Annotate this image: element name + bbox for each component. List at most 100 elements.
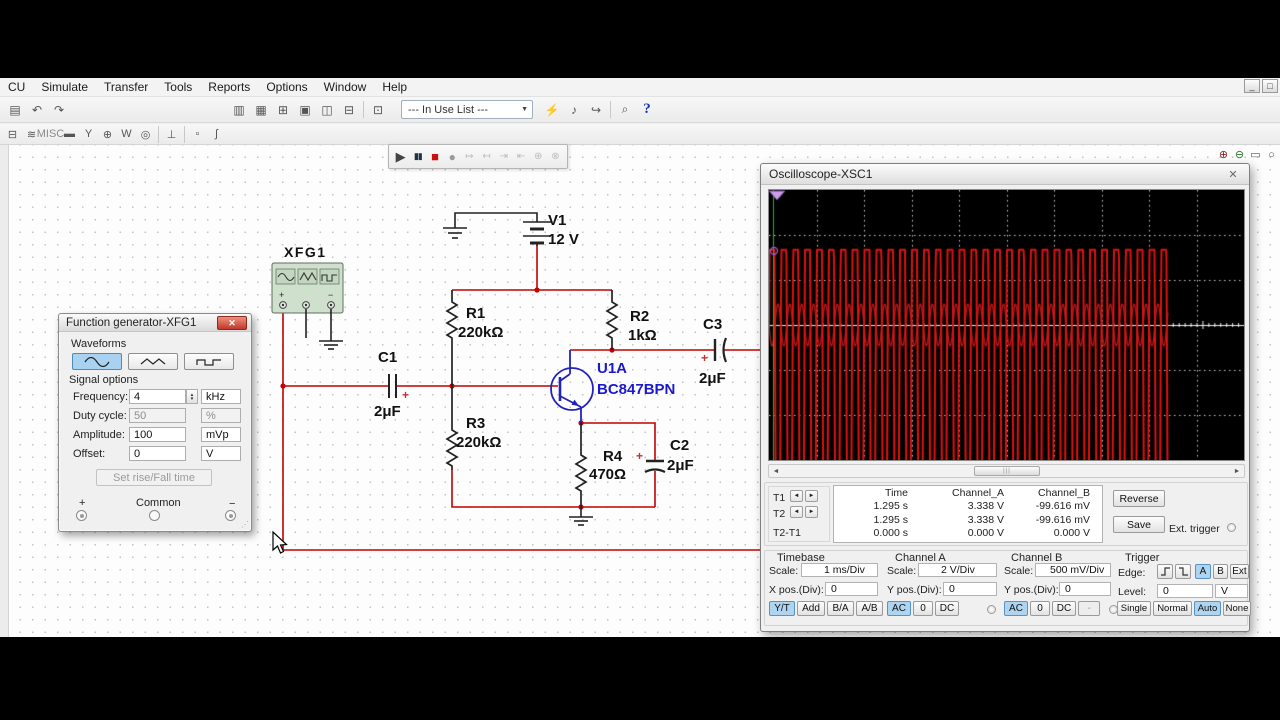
amplitude-input[interactable]: 100 — [129, 427, 186, 442]
chb-dc-button[interactable]: DC — [1052, 601, 1076, 616]
ba-mode-button[interactable]: B/A — [827, 601, 854, 616]
trigger-a-button[interactable]: A — [1195, 564, 1211, 579]
export-icon[interactable]: ↪ — [590, 102, 602, 117]
stop-simulation-button[interactable]: ■ — [431, 149, 439, 164]
fgen-minus-terminal[interactable] — [225, 510, 236, 521]
menu-item-transfer[interactable]: Transfer — [104, 80, 149, 94]
scope-title-bar[interactable]: Oscilloscope-XSC1 — [761, 164, 1249, 185]
menu-item-window[interactable]: Window — [323, 80, 367, 94]
sine-waveform-button[interactable] — [72, 353, 122, 370]
save-button[interactable]: Save — [1113, 516, 1165, 533]
component-digital-icon[interactable]: W — [121, 128, 132, 140]
bus-icon[interactable]: ∫ — [214, 128, 218, 140]
zoom-area-icon[interactable]: ▭ — [1250, 149, 1261, 161]
redo-icon[interactable]: ↷ — [53, 102, 65, 117]
component-source-icon[interactable]: ⊟ — [7, 128, 18, 141]
chb-scale-input[interactable]: 500 mV/Div — [1035, 563, 1111, 577]
component-basic-icon[interactable]: ≋ — [26, 128, 37, 141]
chb-ac-button[interactable]: AC — [1004, 601, 1028, 616]
zoom-out-icon[interactable]: ⊖ — [1234, 149, 1245, 161]
frequency-unit[interactable]: kHz — [201, 389, 241, 404]
grapher-icon[interactable]: ⊟ — [343, 102, 355, 117]
chb-invert-button[interactable]: - — [1078, 601, 1100, 616]
timebase-xpos-input[interactable]: 0 — [825, 582, 878, 596]
ab-mode-button[interactable]: A/B — [856, 601, 883, 616]
frequency-spinner[interactable]: ▲▼ — [186, 389, 198, 404]
help-icon[interactable]: ? — [643, 101, 651, 117]
trigger-falling-edge-button[interactable] — [1175, 564, 1191, 579]
triangle-waveform-button[interactable] — [128, 353, 178, 370]
trigger-none-button[interactable]: None — [1223, 601, 1251, 616]
menu-item-help[interactable]: Help — [382, 80, 408, 94]
erc-check-icon[interactable]: ⚡ — [544, 102, 560, 117]
trigger-ext-button[interactable]: Ext — [1230, 564, 1249, 579]
component-analog-icon[interactable]: ⊕ — [102, 128, 113, 141]
create-component-icon[interactable]: ◫ — [321, 102, 333, 117]
component-misc-icon[interactable]: MISC — [36, 128, 65, 140]
scroll-right-icon[interactable]: ► — [1233, 467, 1241, 475]
menu-item-reports[interactable]: Reports — [208, 80, 251, 94]
cha-dc-button[interactable]: DC — [935, 601, 959, 616]
cha-ac-button[interactable]: AC — [887, 601, 911, 616]
fgen-common-terminal[interactable] — [149, 510, 160, 521]
trigger-normal-button[interactable]: Normal — [1153, 601, 1192, 616]
t2-right-button[interactable]: ► — [805, 506, 818, 518]
offset-input[interactable]: 0 — [129, 446, 186, 461]
postprocessor-icon[interactable]: ⊡ — [372, 102, 384, 117]
trigger-b-button[interactable]: B — [1213, 564, 1228, 579]
cha-scale-input[interactable]: 2 V/Div — [918, 563, 997, 577]
trigger-single-button[interactable]: Single — [1117, 601, 1151, 616]
set-rise-fall-button[interactable]: Set rise/Fall time — [96, 469, 212, 486]
find-icon[interactable]: ⌕ — [621, 102, 629, 116]
reverse-button[interactable]: Reverse — [1113, 490, 1165, 507]
paste-icon[interactable]: ▤ — [9, 102, 21, 117]
fgen-title-bar[interactable]: Function generator-XFG1 — [59, 314, 251, 332]
toggle-breadboard-icon[interactable]: ▥ — [233, 102, 245, 117]
resize-grip[interactable]: ⋰ — [241, 520, 249, 529]
chb-zero-button[interactable]: 0 — [1030, 601, 1050, 616]
virtual-component-icon[interactable]: ⊥ — [166, 128, 177, 141]
pause-simulation-button[interactable]: ▮▮ — [413, 151, 423, 161]
cha-zero-button[interactable]: 0 — [913, 601, 933, 616]
zoom-fit-icon[interactable]: ○ — [1268, 148, 1275, 161]
offset-unit[interactable]: V — [201, 446, 241, 461]
trigger-level-input[interactable]: 0 — [1157, 584, 1213, 598]
spreadsheet-view-icon[interactable]: ⊞ — [277, 102, 289, 117]
restore-button[interactable]: □ — [1262, 79, 1278, 93]
hierarchical-block-icon[interactable]: ▫ — [195, 128, 200, 140]
run-simulation-button[interactable]: ▶ — [395, 148, 406, 164]
frequency-input[interactable]: 4 — [129, 389, 186, 404]
duty-cycle-unit[interactable]: % — [201, 408, 241, 423]
breakpoint-remove-icon[interactable]: ⊗ — [551, 151, 560, 162]
add-mode-button[interactable]: Add — [797, 601, 825, 616]
cha-probe-terminal[interactable] — [987, 605, 996, 614]
menu-item-simulate[interactable]: Simulate — [41, 80, 89, 94]
step-out-icon[interactable]: ⇥ — [499, 151, 509, 162]
chb-ypos-input[interactable]: 0 — [1059, 582, 1111, 596]
scope-scrollbar[interactable]: ◄ ► ||| — [768, 464, 1245, 478]
ext-trigger-terminal[interactable] — [1227, 523, 1236, 532]
database-manager-icon[interactable]: ▣ — [299, 102, 311, 117]
component-indicator-icon[interactable]: ◎ — [140, 128, 151, 141]
minimize-button[interactable]: _ — [1244, 79, 1260, 93]
t1-left-button[interactable]: ◄ — [790, 490, 803, 502]
in-use-list-dropdown[interactable]: --- In Use List --- ▼ — [401, 100, 533, 119]
menu-item-tools[interactable]: Tools — [164, 80, 193, 94]
square-waveform-button[interactable] — [184, 353, 234, 370]
zoom-in-icon[interactable]: ⊕ — [1218, 149, 1229, 161]
component-transistor-icon[interactable]: Y — [84, 128, 93, 140]
design-toolbox-edge[interactable] — [0, 145, 9, 637]
scroll-thumb[interactable]: ||| — [974, 466, 1040, 476]
fgen-close-button[interactable]: ✕ — [217, 316, 247, 330]
scope-close-button[interactable]: ✕ — [1228, 168, 1238, 181]
ultiboard-annotate-icon[interactable]: ♪ — [571, 102, 577, 117]
t2-left-button[interactable]: ◄ — [790, 506, 803, 518]
yt-mode-button[interactable]: Y/T — [769, 601, 795, 616]
component-power-icon[interactable]: ▬ — [64, 128, 75, 140]
step-over-icon[interactable]: ↤ — [482, 151, 491, 162]
run-to-cursor-icon[interactable]: ⇤ — [516, 151, 526, 162]
timebase-scale-input[interactable]: 1 ms/Div — [801, 563, 878, 577]
amplitude-unit[interactable]: mVp — [201, 427, 241, 442]
show-grid-icon[interactable]: ▦ — [255, 102, 267, 117]
menu-item-options[interactable]: Options — [266, 80, 308, 94]
